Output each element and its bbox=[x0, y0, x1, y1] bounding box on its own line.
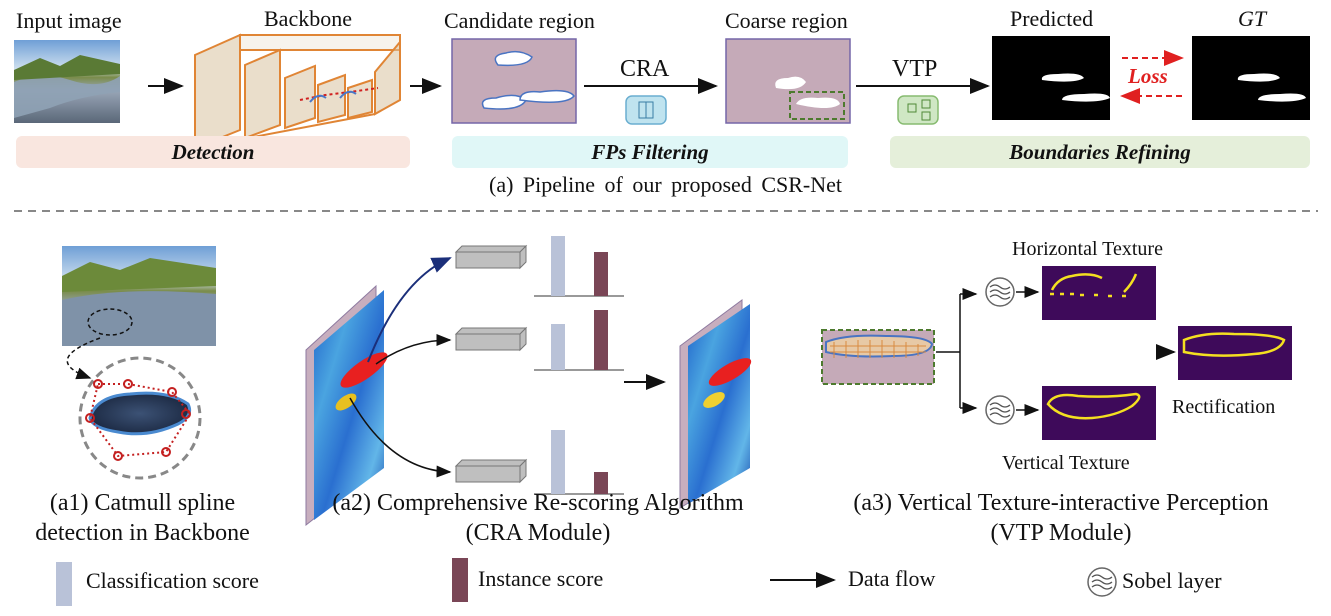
a2-score-bars bbox=[534, 236, 624, 495]
backbone-network-icon bbox=[194, 33, 401, 150]
a2-flow-bottom bbox=[349, 397, 452, 478]
a3-caption: (a3) Vertical Texture-interactive Percep… bbox=[807, 488, 1315, 548]
a2-feature-blocks bbox=[454, 244, 528, 484]
predicted-label: Predicted bbox=[1010, 6, 1094, 31]
backbone-label: Backbone bbox=[264, 6, 352, 31]
input-image-label: Input image bbox=[16, 8, 122, 33]
a2-input-heatmap bbox=[305, 284, 388, 527]
a2-flow-mid bbox=[375, 334, 452, 365]
a2-flow-top bbox=[367, 257, 452, 363]
vtp-module-icon bbox=[897, 95, 939, 125]
stage-boundaries-refining: Boundaries Refining bbox=[890, 136, 1310, 168]
a1-caption-line2: detection in Backbone bbox=[35, 520, 250, 546]
stage-fps-filtering: FPs Filtering bbox=[452, 136, 848, 168]
legend-classification-swatch bbox=[56, 562, 72, 606]
a2-output-heatmap bbox=[679, 299, 752, 509]
legend-sobel-label: Sobel layer bbox=[1122, 568, 1222, 593]
a1-river-photo bbox=[54, 240, 224, 350]
legend-classification-label: Classification score bbox=[86, 568, 259, 593]
sobel-icon-top bbox=[985, 277, 1015, 307]
a3-caption-line2: (VTP Module) bbox=[990, 520, 1132, 546]
predicted-mask bbox=[992, 36, 1110, 120]
horizontal-texture-label: Horizontal Texture bbox=[1012, 238, 1163, 260]
pipeline-caption: (a) Pipeline of our proposed CSR-Net bbox=[489, 172, 842, 197]
gt-label: GT bbox=[1238, 6, 1267, 31]
sobel-icon-bottom bbox=[985, 395, 1015, 425]
a1-caption-line1: (a1) Catmull spline bbox=[49, 490, 236, 516]
a3-caption-line1: (a3) Vertical Texture-interactive Percep… bbox=[853, 490, 1269, 516]
a2-caption: (a2) Comprehensive Re-scoring Algorithm … bbox=[278, 488, 798, 548]
input-image bbox=[14, 40, 120, 123]
vtp-label: VTP bbox=[892, 56, 938, 82]
legend-data-flow-label: Data flow bbox=[848, 566, 936, 591]
a2-caption-line1: (a2) Comprehensive Re-scoring Algorithm bbox=[332, 490, 744, 516]
rectification-map bbox=[1178, 326, 1292, 380]
candidate-region-label: Candidate region bbox=[444, 8, 595, 33]
stage-detection: Detection bbox=[16, 136, 410, 168]
coarse-region-label: Coarse region bbox=[725, 8, 848, 33]
vertical-texture-map bbox=[1042, 386, 1156, 440]
gt-mask bbox=[1192, 36, 1310, 120]
cra-module-icon bbox=[625, 95, 667, 125]
cra-label: CRA bbox=[620, 56, 670, 82]
coarse-region-image bbox=[725, 38, 851, 124]
a2-caption-line2: (CRA Module) bbox=[465, 520, 611, 546]
legend-instance-label: Instance score bbox=[478, 566, 604, 591]
legend-instance-swatch bbox=[452, 558, 468, 602]
a1-caption: (a1) Catmull spline detection in Backbon… bbox=[17, 488, 268, 548]
candidate-region-image bbox=[451, 38, 577, 124]
legend-sobel-icon bbox=[1087, 567, 1117, 597]
a3-coarse-region bbox=[821, 329, 935, 385]
horizontal-texture-map bbox=[1042, 266, 1156, 320]
rectification-label: Rectification bbox=[1172, 396, 1276, 418]
loss-label: Loss bbox=[1128, 64, 1168, 88]
vertical-texture-label: Vertical Texture bbox=[1002, 452, 1130, 474]
a1-spline-zoom bbox=[78, 356, 202, 480]
